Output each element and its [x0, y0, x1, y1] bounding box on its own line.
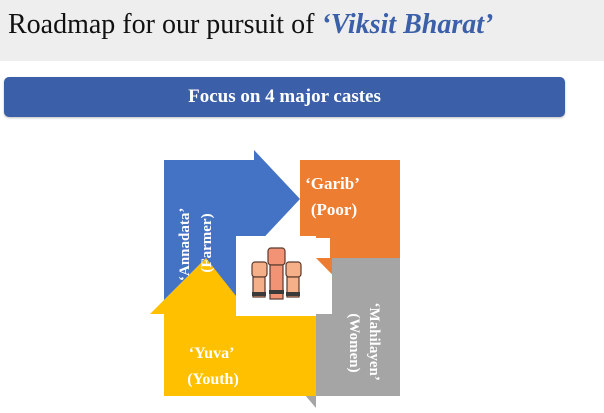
- page-title: Roadmap for our pursuit of ‘Viksit Bhara…: [8, 9, 493, 41]
- segment-yuva-arrow: [150, 258, 316, 396]
- banner-label: Focus on 4 major castes: [188, 86, 381, 107]
- segment-annadata-arrow: [164, 150, 300, 314]
- segment-mahilayen-label: ‘Mahilayen’ (Women): [346, 303, 382, 384]
- page-title-prefix: Roadmap for our pursuit of: [8, 9, 322, 40]
- focus-banner: Focus on 4 major castes: [4, 77, 565, 117]
- title-bar: Roadmap for our pursuit of ‘Viksit Bhara…: [0, 0, 604, 61]
- segment-annadata-label: ‘Annadata’ (Farmer): [177, 205, 215, 281]
- raised-fists-icon: [251, 247, 302, 300]
- segment-yuva-label: ‘Yuva’ (Youth): [187, 345, 239, 388]
- segment-garib-label: ‘Garib’ (Poor): [305, 174, 363, 219]
- page-title-highlight: ‘Viksit Bharat’: [321, 9, 494, 40]
